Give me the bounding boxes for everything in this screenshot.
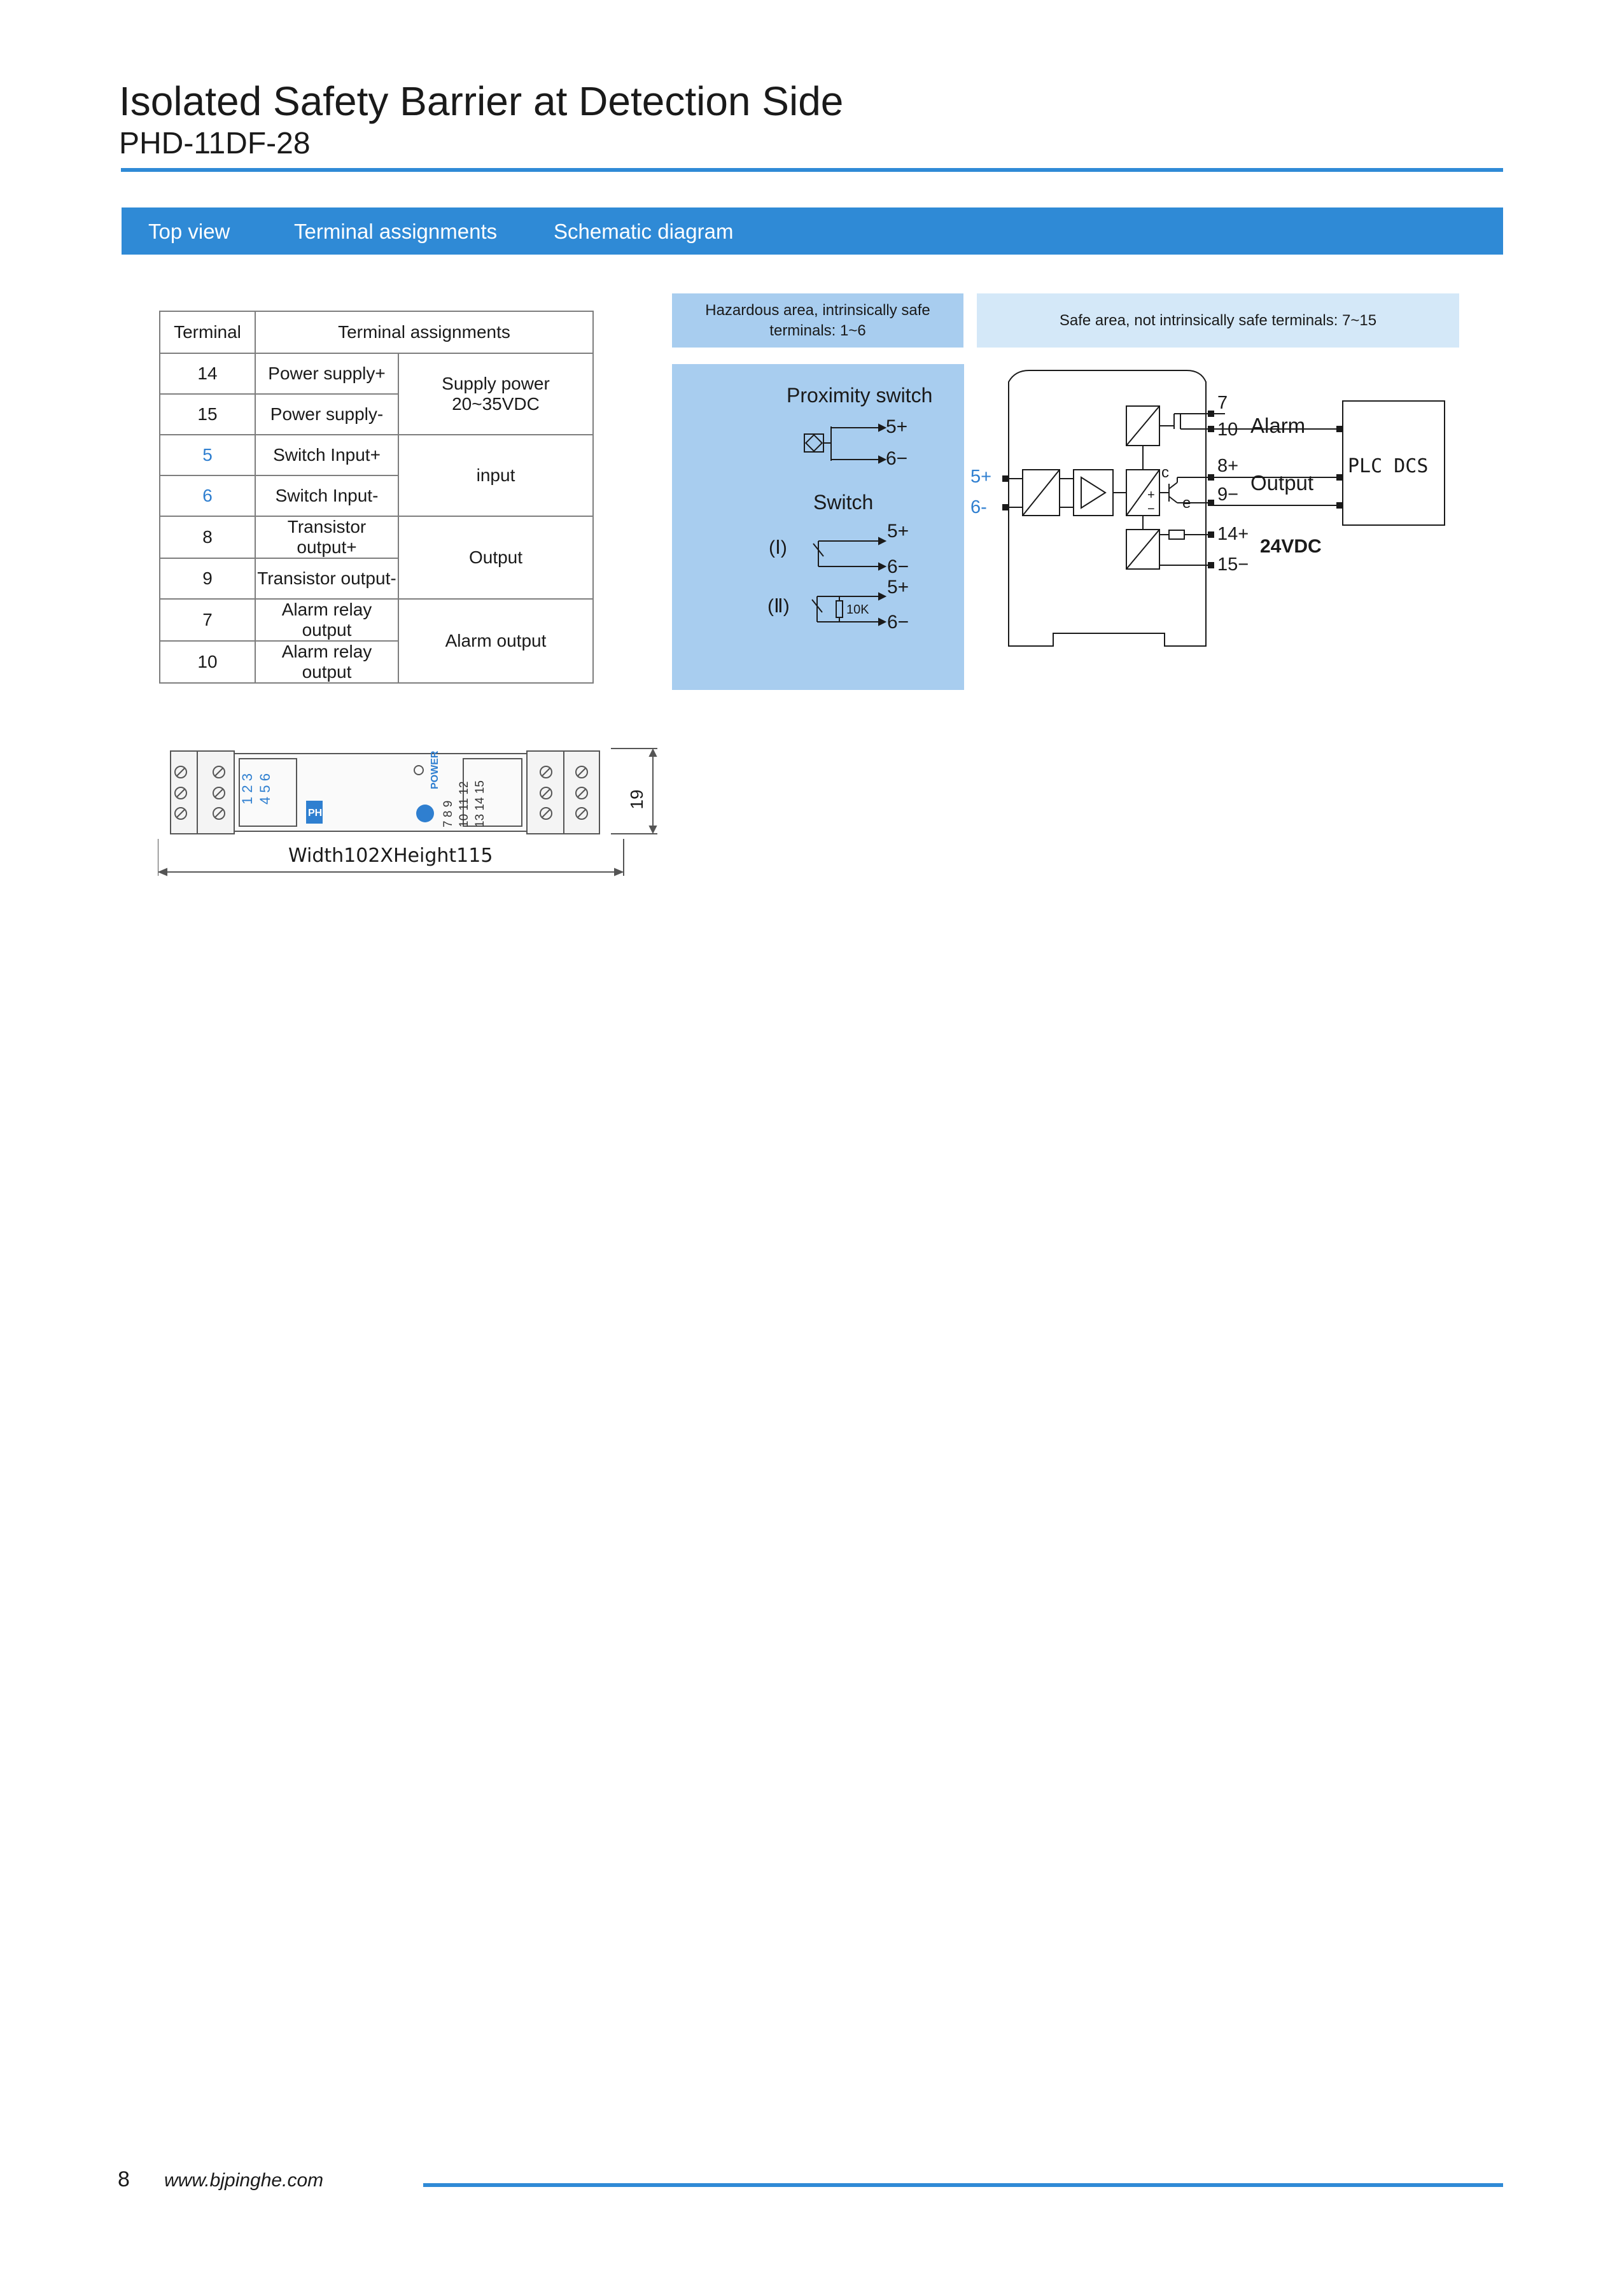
group-alarm-output: Alarm output <box>398 598 594 684</box>
safe-area-label: Safe area, not intrinsically safe termin… <box>977 293 1459 348</box>
top-view-left-nums-top: 1 2 3 <box>239 773 255 805</box>
footer-rule <box>423 2183 1503 2187</box>
terminal-number: 14 <box>159 353 256 395</box>
collector-label: c <box>1161 464 1169 481</box>
screw-terminals-left-icon <box>174 766 225 820</box>
switch-contact-2-icon <box>811 596 843 622</box>
proximity-sensor-icon <box>804 426 832 461</box>
terminal-assignment: Switch Input+ <box>255 434 399 476</box>
prox-6minus-label: 6− <box>886 448 907 469</box>
dimension-label: Width102XHeight115 <box>288 845 493 867</box>
terminal-assignment: Alarm relay output <box>255 640 399 684</box>
term-7-label: 7 <box>1217 393 1228 413</box>
group-output: Output <box>398 516 594 600</box>
terminal-block-right-1 <box>526 750 564 834</box>
terminal-number: 5 <box>159 434 256 476</box>
switch2-6minus-label: 6− <box>887 612 909 633</box>
brand-logo-text: PH <box>308 808 322 819</box>
hazardous-area-label: Hazardous area, intrinsically safe termi… <box>672 293 963 348</box>
barrier-schematic: 5+ 6- + − c e 7 10 8+ 9− 14 <box>970 370 1445 647</box>
terminal-number: 8 <box>159 516 256 559</box>
housing-right-segment <box>463 758 522 827</box>
terminal-assignment: Power supply+ <box>255 353 399 395</box>
input-converter-block <box>1022 469 1060 516</box>
plc-dcs-label: PLC DCS <box>1348 455 1428 477</box>
output-label: Output <box>1250 471 1313 495</box>
screw-terminals-right-icon <box>540 766 588 820</box>
proximity-switch-label: Proximity switch <box>787 384 932 407</box>
term-8-label: 8+ <box>1217 456 1238 476</box>
plc-dcs-block <box>1342 400 1445 526</box>
brand-logo-icon <box>306 801 323 824</box>
switch-variant-2-label: (Ⅱ) <box>767 596 790 617</box>
header-rule <box>121 168 1503 172</box>
isolator-minus: − <box>1147 502 1155 516</box>
module-outline <box>1008 370 1207 647</box>
housing-left-segment <box>239 758 297 827</box>
terminal-assignment: Transistor output- <box>255 558 399 600</box>
alarm-label: Alarm <box>1250 414 1305 437</box>
table-header-assignments: Terminal assignments <box>255 311 594 354</box>
terminal-table: Terminal Terminal assignments 14 Power s… <box>159 311 594 684</box>
resistor-label: 10K <box>846 603 869 617</box>
top-view-right-row2: 10 11 12 <box>458 781 471 827</box>
terminal-assignment: Transistor output+ <box>255 516 399 559</box>
input-5plus-label: 5+ <box>970 467 991 487</box>
switch-label: Switch <box>813 491 873 514</box>
power-led-icon <box>414 765 424 775</box>
footer-url[interactable]: www.bjpinghe.com <box>164 2170 324 2191</box>
tab-top-view[interactable]: Top view <box>148 220 230 243</box>
height-dimension-label: 19 <box>627 789 647 809</box>
term-9-label: 9− <box>1217 484 1238 505</box>
table-header-terminal: Terminal <box>159 311 256 354</box>
section-tab-bar: Top view Terminal assignments Schematic … <box>122 207 1503 255</box>
model-number: PHD-11DF-28 <box>119 127 311 160</box>
switch-variant-1-label: (Ⅰ) <box>769 537 787 558</box>
top-view-right-row3: 13 14 15 <box>473 780 487 827</box>
input-6minus-label: 6- <box>970 497 987 517</box>
switch1-6minus-label: 6− <box>887 556 909 577</box>
power-label: POWER <box>430 750 440 789</box>
group-input: input <box>398 434 594 517</box>
terminal-number: 10 <box>159 640 256 684</box>
fuse-symbol <box>1168 530 1185 540</box>
isolator-plus: + <box>1147 488 1155 502</box>
amplifier-block <box>1073 469 1114 516</box>
page-title: Isolated Safety Barrier at Detection Sid… <box>119 78 844 124</box>
terminal-number: 6 <box>159 475 256 517</box>
tab-terminal-assignments[interactable]: Terminal assignments <box>294 220 498 243</box>
switch-contact-1-icon <box>813 541 824 566</box>
terminal-assignment: Alarm relay output <box>255 598 399 642</box>
field-device-diagram: Proximity switch 5+ 6− Switch (Ⅰ) 5+ 6− … <box>767 384 932 633</box>
prox-5plus-label: 5+ <box>886 416 907 437</box>
terminal-number: 15 <box>159 393 256 435</box>
terminal-assignment: Power supply- <box>255 393 399 435</box>
term-15-label: 15− <box>1217 554 1249 575</box>
terminal-assignment: Switch Input- <box>255 475 399 517</box>
switch1-5plus-label: 5+ <box>887 521 909 542</box>
page-number: 8 <box>118 2167 130 2191</box>
top-view-left-nums-bottom: 4 5 6 <box>257 773 273 805</box>
certification-badge-icon <box>416 805 434 822</box>
terminal-block-left-2 <box>197 750 235 834</box>
tab-schematic-diagram[interactable]: Schematic diagram <box>554 220 734 243</box>
term-14-label: 14+ <box>1217 524 1249 544</box>
terminal-block-right-2 <box>563 750 600 834</box>
top-view-drawing: 1 2 3 4 5 6 PH POWER 7 8 9 10 11 12 13 1… <box>158 748 657 876</box>
switch2-5plus-label: 5+ <box>887 577 909 598</box>
hazardous-field-panel <box>672 364 964 690</box>
top-view-right-row1: 7 8 9 <box>442 801 455 827</box>
module-housing <box>234 753 528 832</box>
terminal-number: 9 <box>159 558 256 600</box>
supply-24vdc-label: 24VDC <box>1260 536 1322 557</box>
terminal-number: 7 <box>159 598 256 642</box>
